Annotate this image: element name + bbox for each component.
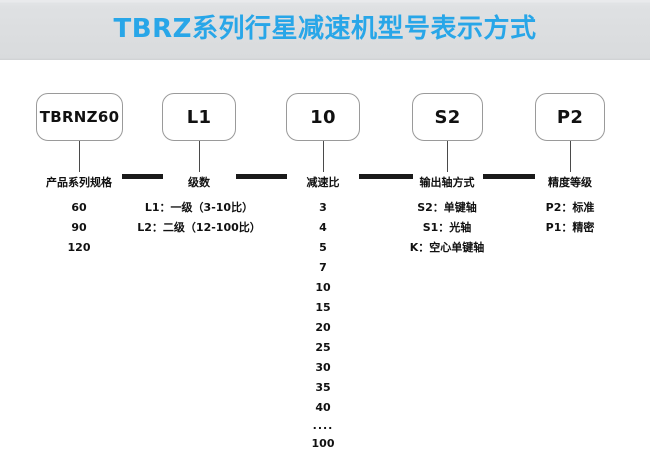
legend-item: 7: [319, 261, 327, 274]
connector-3-4: [359, 174, 413, 179]
legend-column-shaft: 输出轴方式 S2：单键轴 S1：光轴 K：空心单键轴: [382, 176, 512, 258]
legend-header-shaft: 输出轴方式: [419, 176, 475, 189]
stem-stage: [199, 141, 200, 172]
legend-item: S2：单键轴: [417, 201, 477, 214]
legend-item: 4: [319, 221, 327, 234]
connector-1-2: [122, 174, 163, 179]
legend-column-precision: 精度等级 P2：标准 P1：精密: [515, 176, 625, 238]
legend-header-precision: 精度等级: [548, 176, 592, 189]
connector-2-3: [236, 174, 287, 179]
legend-item: K：空心单键轴: [409, 241, 485, 254]
connector-4-5: [483, 174, 535, 179]
legend-item: P2：标准: [545, 201, 595, 214]
legend-header-ratio: 减速比: [306, 176, 340, 189]
legend-item: 3: [319, 201, 327, 214]
legend-item: S1：光轴: [422, 221, 472, 234]
legend-item: 60: [71, 201, 87, 214]
legend-item: 30: [315, 361, 331, 374]
legend-column-stage: 级数 L1：一级（3-10比） L2：二级（12-100比）: [119, 176, 279, 238]
legend-column-ratio: 减速比 3 4 5 7 10 15 20 25 30 35 40 .... 10…: [273, 176, 373, 454]
model-code-diagram: TBRNZ60 L1 10 S2 P2 产品系列规格 60 90 120 级数 …: [0, 60, 650, 470]
legend-item: 10: [315, 281, 331, 294]
node-box-stage[interactable]: L1: [162, 93, 236, 141]
legend-item: L2：二级（12-100比）: [137, 221, 261, 234]
page-title: TBRZ系列行星减速机型号表示方式: [113, 14, 537, 44]
legend-item: L1：一级（3-10比）: [144, 201, 254, 214]
node-box-series[interactable]: TBRNZ60: [36, 93, 123, 141]
legend-header-stage: 级数: [188, 176, 210, 189]
legend-item: 5: [319, 241, 327, 254]
node-box-precision[interactable]: P2: [535, 93, 605, 141]
title-banner: TBRZ系列行星减速机型号表示方式: [0, 0, 650, 60]
legend-item: 20: [315, 321, 331, 334]
legend-item: 40: [315, 401, 331, 414]
node-box-shaft[interactable]: S2: [412, 93, 483, 141]
node-label-shaft: S2: [434, 106, 461, 128]
legend-item: 100: [311, 437, 335, 450]
legend-item: 120: [67, 241, 91, 254]
node-label-ratio: 10: [310, 106, 336, 128]
node-box-ratio[interactable]: 10: [286, 93, 360, 141]
stem-ratio: [323, 141, 324, 172]
node-label-stage: L1: [186, 106, 212, 128]
node-label-series: TBRNZ60: [39, 108, 120, 126]
legend-item: 90: [71, 221, 87, 234]
legend-column-series: 产品系列规格 60 90 120: [19, 176, 139, 258]
stem-precision: [570, 141, 571, 172]
legend-item-ellipsis: ....: [312, 419, 334, 432]
legend-item: 25: [315, 341, 331, 354]
legend-item: 15: [315, 301, 331, 314]
legend-item: P1：精密: [545, 221, 595, 234]
legend-header-series: 产品系列规格: [46, 176, 112, 189]
stem-shaft: [447, 141, 448, 172]
legend-item: 35: [315, 381, 331, 394]
node-label-precision: P2: [556, 106, 584, 128]
stem-series: [79, 141, 80, 172]
